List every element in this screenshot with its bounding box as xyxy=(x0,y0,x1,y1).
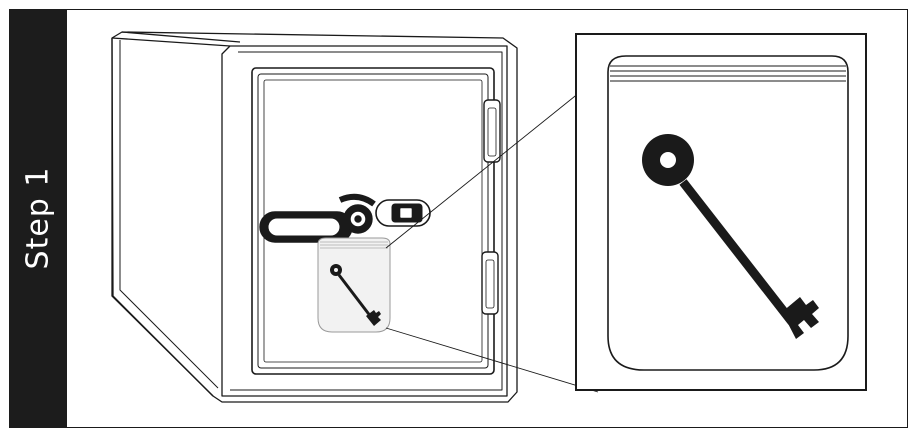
safe-front-face xyxy=(221,45,508,397)
keypad xyxy=(375,199,431,227)
key-pouch xyxy=(317,237,391,333)
key-icon xyxy=(330,264,381,326)
safe-door xyxy=(251,67,495,375)
step-band xyxy=(9,9,67,428)
hinge-top xyxy=(483,99,501,163)
zoom-inset xyxy=(575,33,867,391)
hinge-bottom xyxy=(481,251,499,315)
safe-handle xyxy=(259,193,376,243)
key-icon-large xyxy=(642,134,819,339)
zoom-leader-lines xyxy=(385,67,611,393)
